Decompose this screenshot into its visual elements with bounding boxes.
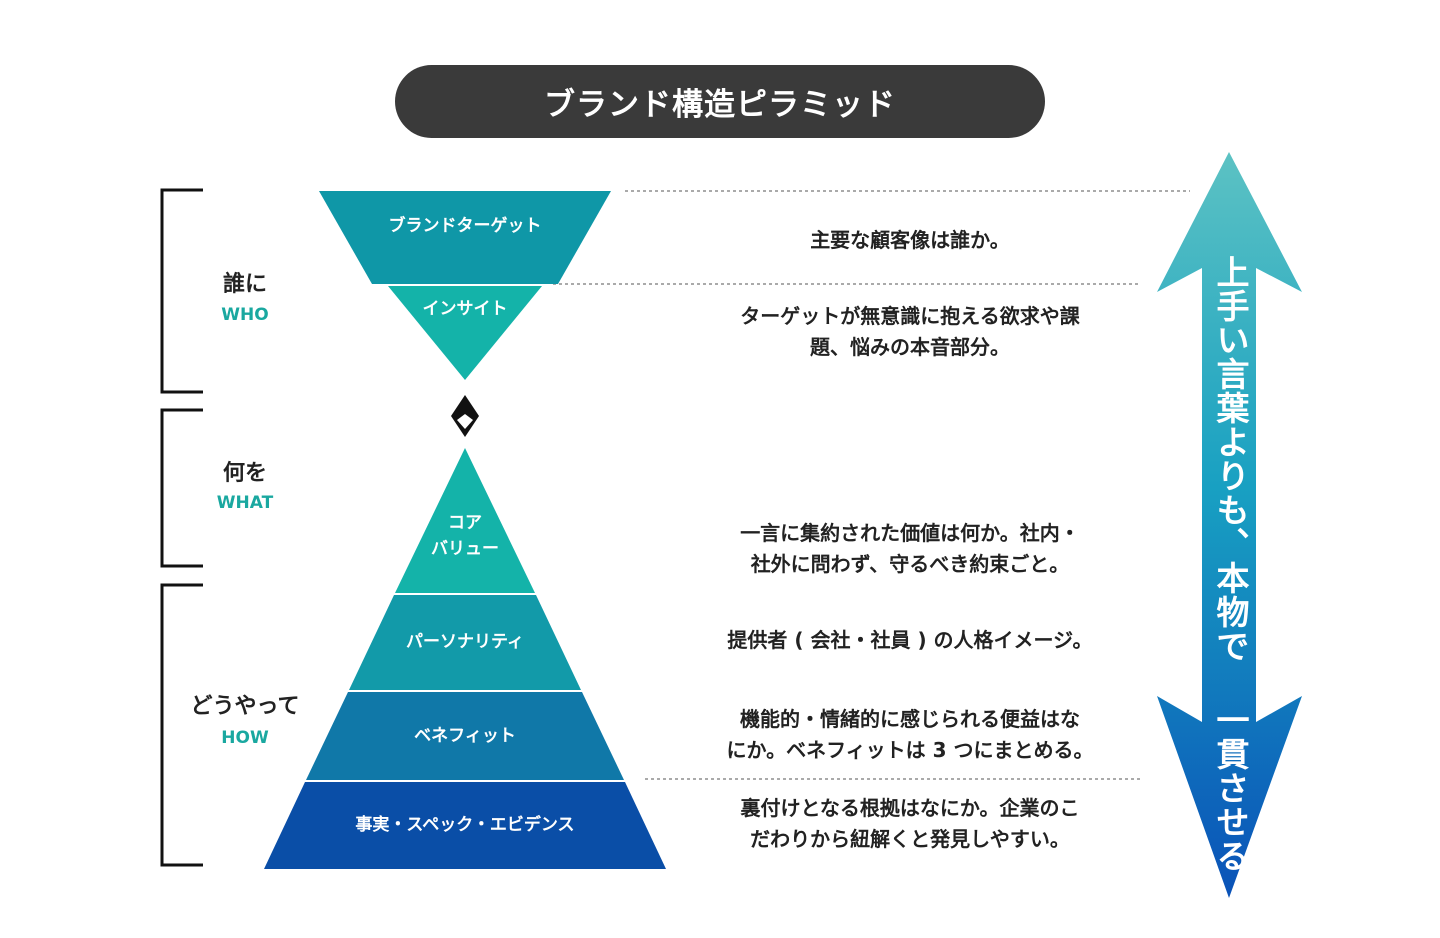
group-who-label: 誰に: [222, 272, 267, 297]
arrow-message: 上手い言葉よりも、本物で 一貫させる: [1211, 255, 1250, 873]
pyramid-label-core-value: コア バリュー: [431, 513, 499, 559]
pyramid-layer-core-value: [395, 448, 535, 593]
pyramid-layer-evidence: [264, 782, 666, 869]
funnel-layer-insight: [388, 286, 542, 380]
pyramid-label-evidence: 事実・スペック・エビデンス: [355, 815, 575, 835]
group-how-label: どうやって: [190, 694, 300, 719]
pyramid-label-benefit: ベネフィット: [414, 726, 516, 746]
funnel-label-target: ブランドターゲット: [388, 216, 542, 236]
bracket-how: [160, 583, 203, 867]
bracket-who: [160, 188, 203, 394]
funnel-label-insight: インサイト: [422, 299, 508, 319]
group-what-en: WHAT: [216, 493, 274, 513]
pyramid-label-personality: パーソナリティ: [406, 632, 524, 652]
group-what-label: 何を: [222, 461, 267, 486]
description-core-value: 一言に集約された価値は何か。社内・ 社外に問わず、守るべき約束ごと。: [740, 521, 1080, 576]
double-arrow: [1157, 152, 1302, 898]
pyramid-layer-benefit: [306, 692, 624, 780]
funnel-layer-target: [319, 191, 611, 284]
description-evidence: 裏付けとなる根拠はなにか。企業のこ だわりから紐解くと発見しやすい。: [740, 796, 1080, 851]
title-banner: ブランド構造ピラミッド: [395, 65, 1045, 138]
description-target: 主要な顧客像は誰か。: [810, 228, 1010, 252]
page-title: ブランド構造ピラミッド: [544, 87, 896, 123]
description-benefit: 機能的・情緒的に感じられる便益はな にか。ベネフィットは 3 つにまとめる。: [726, 707, 1094, 762]
description-insight: ターゲットが無意識に抱える欲求や課 題、悩みの本音部分。: [740, 304, 1080, 359]
group-how-en: HOW: [221, 728, 269, 748]
pyramid-layer-personality: [349, 595, 581, 690]
group-who-en: WHO: [221, 305, 269, 325]
description-personality: 提供者 ( 会社・社員 ) の人格イメージ。: [727, 628, 1093, 652]
bracket-what: [160, 408, 203, 568]
